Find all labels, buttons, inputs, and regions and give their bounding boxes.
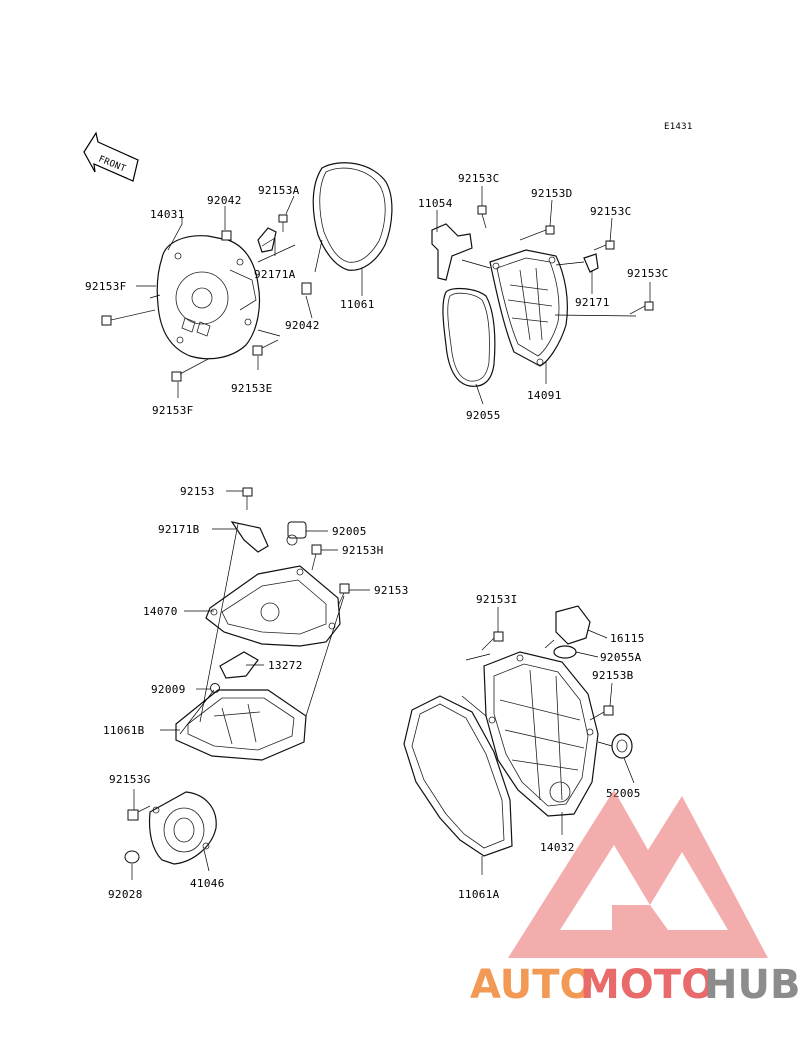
- label-92153B: 92153B: [592, 669, 634, 682]
- gasket-11061: [312, 162, 393, 271]
- label-14070: 14070: [143, 605, 178, 618]
- label-92153-b: 92153: [374, 584, 409, 597]
- label-13272: 13272: [268, 659, 303, 672]
- label-14091: 14091: [527, 389, 562, 402]
- bolt-92153I: [481, 631, 504, 651]
- label-11061B: 11061B: [103, 724, 145, 737]
- label-92171B: 92171B: [158, 523, 200, 536]
- gasket-11061A: [403, 695, 513, 857]
- housing-41046: [148, 791, 217, 865]
- generator-cover-14031: [156, 235, 261, 360]
- cover-14091: [489, 249, 568, 367]
- cap-92028: [124, 850, 140, 864]
- label-92028: 92028: [108, 888, 143, 901]
- switch-92005: [286, 521, 307, 546]
- label-14032: 14032: [540, 841, 575, 854]
- label-92153F-b: 92153F: [152, 404, 194, 417]
- label-92153-a: 92153: [180, 485, 215, 498]
- clamp-92171B: [230, 521, 269, 553]
- label-92171A: 92171A: [254, 268, 296, 281]
- label-92042-b: 92042: [285, 319, 320, 332]
- o-ring-92055A: [553, 645, 577, 659]
- label-92153G: 92153G: [109, 773, 151, 786]
- label-92171: 92171: [575, 296, 610, 309]
- label-92153E: 92153E: [231, 382, 273, 395]
- dowel-pin-92042-a: [221, 230, 232, 241]
- watermark-moto: MOTO: [580, 962, 715, 1008]
- label-11054: 11054: [418, 197, 453, 210]
- clamp-92171A: [257, 227, 277, 253]
- cover-14070: [205, 565, 341, 647]
- cap-16115: [555, 605, 591, 645]
- label-92055: 92055: [466, 409, 501, 422]
- label-92153C-c: 92153C: [627, 267, 669, 280]
- label-16115: 16115: [610, 632, 645, 645]
- part-labels: 14031 92042 92153A 92171A 92042 11061 92…: [85, 172, 669, 901]
- label-14031: 14031: [150, 208, 185, 221]
- clamp-92171: [583, 253, 599, 273]
- bracket-11054: [431, 223, 473, 281]
- bolt-92153C-a: [477, 205, 487, 229]
- label-92009: 92009: [151, 683, 186, 696]
- plate-13272: [219, 651, 259, 679]
- watermark-hub: HUB: [704, 962, 800, 1008]
- bolt-92153H: [311, 544, 322, 571]
- label-92153C-b: 92153C: [590, 205, 632, 218]
- bolt-92153G: [127, 805, 151, 821]
- label-92005: 92005: [332, 525, 367, 538]
- seal-52005: [611, 733, 633, 759]
- gasket-92055: [442, 287, 496, 387]
- gasket-11061B: [175, 689, 307, 761]
- watermark-auto: AUTO: [470, 962, 594, 1008]
- label-92153D: 92153D: [531, 187, 573, 200]
- label-92042-a: 92042: [207, 194, 242, 207]
- label-92153F-a: 92153F: [85, 280, 127, 293]
- dowel-pin-92042-b: [301, 282, 312, 295]
- label-92153I: 92153I: [476, 593, 518, 606]
- label-11061: 11061: [340, 298, 375, 311]
- bolt-92153D: [519, 225, 555, 241]
- bolt-92153B: [589, 705, 614, 721]
- bolt-92153C-c: [629, 301, 654, 315]
- clutch-cover-14032: [483, 651, 599, 817]
- label-92153C-a: 92153C: [458, 172, 500, 185]
- bolt-92153-a: [242, 487, 253, 510]
- front-arrow-icon: FRONT: [83, 131, 139, 182]
- diagram-code: E1431: [664, 122, 693, 132]
- label-92153H: 92153H: [342, 544, 384, 557]
- label-41046: 41046: [190, 877, 225, 890]
- bolt-92153F-a: [101, 309, 156, 326]
- automotohub-logo: AUTO MOTO HUB: [470, 790, 800, 1008]
- bolt-92153A: [278, 214, 288, 232]
- leader-lines: [131, 186, 651, 880]
- bolt-92153C-b: [593, 240, 615, 251]
- o-ring-92009: [210, 683, 220, 693]
- bolt-92153F-b: [171, 357, 211, 382]
- bolt-92153-b: [337, 583, 350, 607]
- label-11061A: 11061A: [458, 888, 500, 901]
- label-92153A: 92153A: [258, 184, 300, 197]
- label-92055A: 92055A: [600, 651, 642, 664]
- bolt-92153E: [252, 339, 279, 356]
